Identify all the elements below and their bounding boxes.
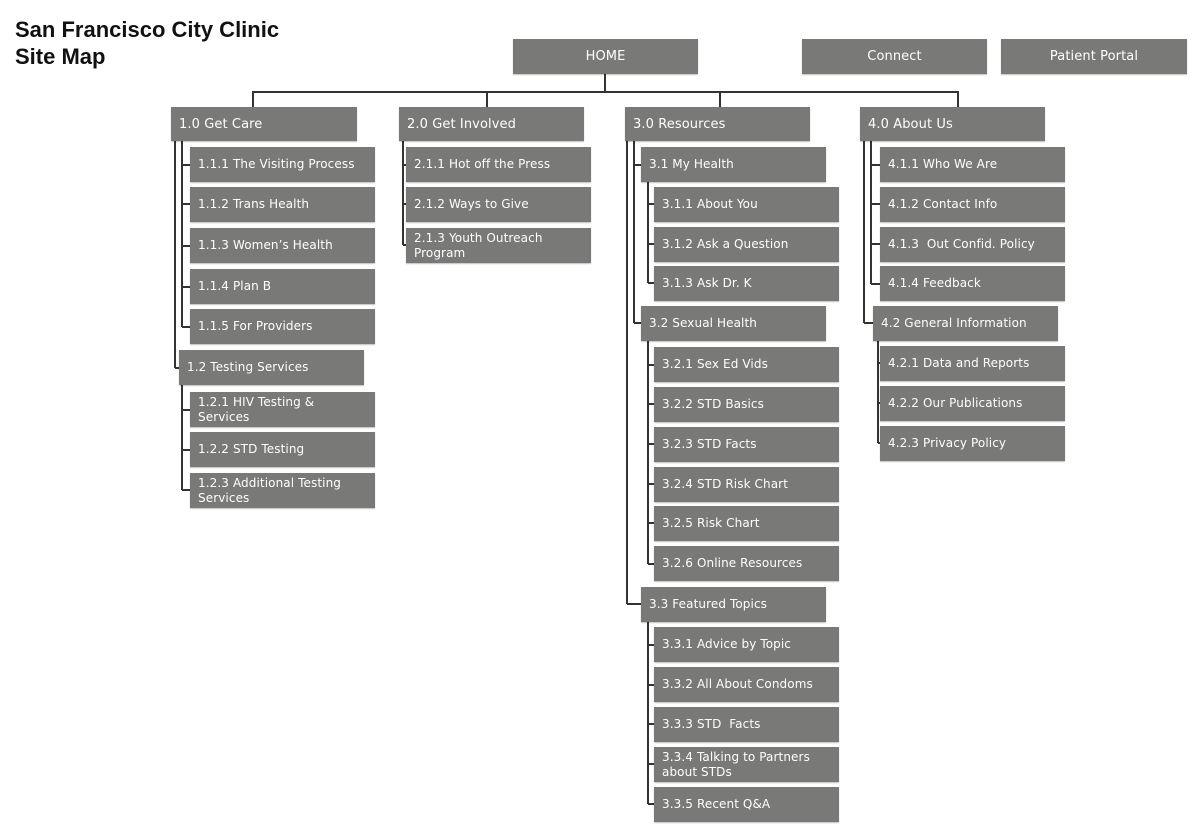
all-about-condoms-node[interactable]: 3.3.2 All About Condoms — [654, 667, 839, 702]
std-facts-node[interactable]: 3.2.3 STD Facts — [654, 427, 839, 462]
our-publications-label: 4.2.2 Our Publications — [888, 396, 1023, 410]
ask-dr-k-label: 3.1.3 Ask Dr. K — [662, 276, 752, 290]
contact-info-node[interactable]: 4.1.2 Contact Info — [880, 187, 1065, 222]
talking-to-partners-node[interactable]: 3.3.4 Talking to Partners about STDs — [654, 747, 839, 782]
std-risk-chart-label: 3.2.4 STD Risk Chart — [662, 477, 789, 491]
risk-chart-node[interactable]: 3.2.5 Risk Chart — [654, 506, 839, 541]
additional-testing-label: 1.2.3 Additional Testing Services — [198, 475, 341, 505]
std-facts-2-node[interactable]: 3.3.3 STD Facts — [654, 707, 839, 742]
contact-info-label: 4.1.2 Contact Info — [888, 197, 998, 211]
std-testing-label: 1.2.2 STD Testing — [198, 442, 305, 456]
std-basics-label: 3.2.2 STD Basics — [662, 397, 764, 411]
trans-health-node[interactable]: 1.1.2 Trans Health — [190, 187, 375, 222]
our-publications-node[interactable]: 4.2.2 Our Publications — [880, 386, 1065, 421]
ways-to-give-node[interactable]: 2.1.2 Ways to Give — [406, 187, 591, 222]
about-us-label: 4.0 About Us — [868, 116, 953, 132]
std-facts-label: 3.2.3 STD Facts — [662, 437, 757, 451]
plan-b-node[interactable]: 1.1.4 Plan B — [190, 269, 375, 304]
additional-testing-node[interactable]: 1.2.3 Additional Testing Services — [190, 473, 375, 508]
testing-services-node[interactable]: 1.2 Testing Services — [179, 350, 364, 385]
recent-qa-node[interactable]: 3.3.5 Recent Q&A — [654, 787, 839, 822]
ask-question-label: 3.1.2 Ask a Question — [662, 237, 789, 251]
sex-ed-vids-node[interactable]: 3.2.1 Sex Ed Vids — [654, 347, 839, 382]
std-testing-node[interactable]: 1.2.2 STD Testing — [190, 432, 375, 467]
youth-outreach-node[interactable]: 2.1.3 Youth Outreach Program — [406, 228, 591, 263]
home-label: HOME — [585, 49, 626, 64]
about-us-node[interactable]: 4.0 About Us — [860, 107, 1045, 141]
confid-policy-label: 4.1.3 Out Confid. Policy — [888, 237, 1035, 251]
about-you-node[interactable]: 3.1.1 About You — [654, 187, 839, 222]
featured-topics-node[interactable]: 3.3 Featured Topics — [641, 587, 826, 622]
title-line-2: Site Map — [15, 44, 106, 69]
visiting-process-node[interactable]: 1.1.1 The Visiting Process — [190, 147, 375, 182]
recent-qa-label: 3.3.5 Recent Q&A — [662, 797, 771, 811]
featured-topics-label: 3.3 Featured Topics — [649, 597, 768, 611]
patient-portal-label: Patient Portal — [1049, 49, 1139, 64]
for-providers-node[interactable]: 1.1.5 For Providers — [190, 309, 375, 344]
connect-node[interactable]: Connect — [802, 39, 987, 74]
testing-services-label: 1.2 Testing Services — [187, 360, 309, 374]
hot-off-press-node[interactable]: 2.1.1 Hot off the Press — [406, 147, 591, 182]
std-risk-chart-node[interactable]: 3.2.4 STD Risk Chart — [654, 467, 839, 502]
my-health-node[interactable]: 3.1 My Health — [641, 147, 826, 182]
patient-portal-node[interactable]: Patient Portal — [1001, 39, 1187, 74]
sexual-health-node[interactable]: 3.2 Sexual Health — [641, 306, 826, 341]
who-we-are-node[interactable]: 4.1.1 Who We Are — [880, 147, 1065, 182]
sexual-health-label: 3.2 Sexual Health — [649, 316, 758, 330]
all-about-condoms-label: 3.3.2 All About Condoms — [662, 677, 813, 691]
advice-by-topic-node[interactable]: 3.3.1 Advice by Topic — [654, 627, 839, 662]
ways-to-give-label: 2.1.2 Ways to Give — [414, 197, 529, 211]
privacy-policy-label: 4.2.3 Privacy Policy — [888, 436, 1007, 450]
privacy-policy-node[interactable]: 4.2.3 Privacy Policy — [880, 426, 1065, 461]
general-information-node[interactable]: 4.2 General Information — [873, 306, 1058, 341]
about-you-label: 3.1.1 About You — [662, 197, 758, 211]
data-and-reports-label: 4.2.1 Data and Reports — [888, 356, 1030, 370]
who-we-are-label: 4.1.1 Who We Are — [888, 157, 998, 171]
visiting-process-label: 1.1.1 The Visiting Process — [198, 157, 355, 171]
connect-label: Connect — [867, 49, 922, 64]
get-involved-label: 2.0 Get Involved — [407, 116, 516, 132]
online-resources-node[interactable]: 3.2.6 Online Resources — [654, 546, 839, 581]
resources-label: 3.0 Resources — [633, 116, 726, 132]
title-line-1: San Francisco City Clinic — [15, 17, 280, 42]
womens-health-node[interactable]: 1.1.3 Women’s Health — [190, 228, 375, 263]
std-basics-node[interactable]: 3.2.2 STD Basics — [654, 387, 839, 422]
youth-outreach-label: 2.1.3 Youth Outreach Program — [414, 230, 543, 260]
page-title: San Francisco City Clinic Site Map — [15, 16, 279, 70]
hiv-testing-node[interactable]: 1.2.1 HIV Testing & Services — [190, 392, 375, 427]
ask-dr-k-node[interactable]: 3.1.3 Ask Dr. K — [654, 266, 839, 301]
sex-ed-vids-label: 3.2.1 Sex Ed Vids — [662, 357, 768, 371]
data-and-reports-node[interactable]: 4.2.1 Data and Reports — [880, 346, 1065, 381]
feedback-node[interactable]: 4.1.4 Feedback — [880, 266, 1065, 301]
resources-node[interactable]: 3.0 Resources — [625, 107, 810, 141]
womens-health-label: 1.1.3 Women’s Health — [198, 238, 333, 252]
get-care-label: 1.0 Get Care — [179, 116, 263, 132]
hiv-testing-label: 1.2.1 HIV Testing & Services — [198, 394, 319, 424]
talking-to-partners-label: 3.3.4 Talking to Partners about STDs — [662, 749, 810, 779]
advice-by-topic-label: 3.3.1 Advice by Topic — [662, 637, 792, 651]
std-facts-2-label: 3.3.3 STD Facts — [662, 717, 761, 731]
get-involved-node[interactable]: 2.0 Get Involved — [399, 107, 584, 141]
feedback-label: 4.1.4 Feedback — [888, 276, 981, 290]
trans-health-label: 1.1.2 Trans Health — [198, 197, 310, 211]
ask-question-node[interactable]: 3.1.2 Ask a Question — [654, 227, 839, 262]
get-care-node[interactable]: 1.0 Get Care — [171, 107, 357, 141]
confid-policy-node[interactable]: 4.1.3 Out Confid. Policy — [880, 227, 1065, 262]
hot-off-press-label: 2.1.1 Hot off the Press — [414, 157, 551, 171]
my-health-label: 3.1 My Health — [649, 157, 734, 171]
plan-b-label: 1.1.4 Plan B — [198, 279, 272, 293]
general-information-label: 4.2 General Information — [881, 316, 1027, 330]
home-node[interactable]: HOME — [513, 39, 698, 74]
for-providers-label: 1.1.5 For Providers — [198, 319, 313, 333]
online-resources-label: 3.2.6 Online Resources — [662, 556, 803, 570]
risk-chart-label: 3.2.5 Risk Chart — [662, 516, 760, 530]
